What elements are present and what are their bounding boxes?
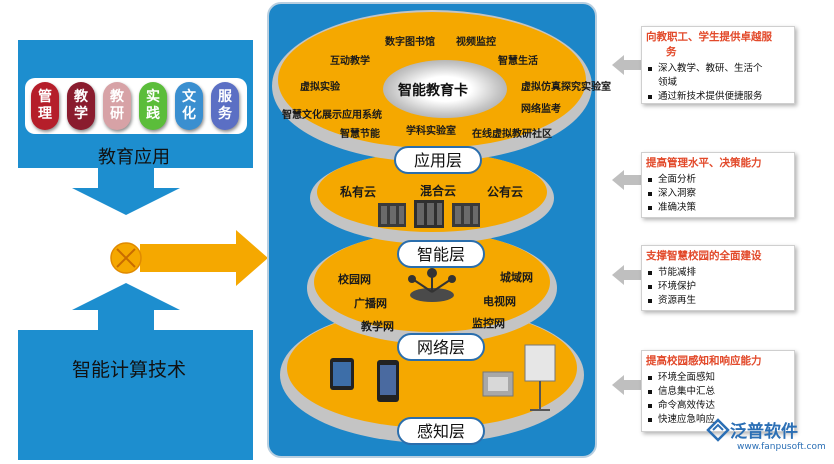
junction-x-icon [110, 242, 142, 274]
badge-char: 服 [218, 89, 232, 105]
left-arrow [612, 375, 641, 395]
panel-item: 准确决策 [642, 201, 794, 215]
network-item: 监控网 [472, 317, 505, 330]
app-item: 视频监控 [456, 37, 496, 48]
badge-char: 文 [182, 89, 196, 105]
cloud-public: 公有云 [487, 185, 524, 199]
badge-culture: 文 化 [175, 82, 203, 130]
server-rack-icon [414, 200, 444, 228]
app-item: 虚拟实验 [300, 82, 340, 93]
network-item: 教学网 [361, 320, 394, 333]
app-item: 智慧节能 [340, 129, 380, 140]
smart-card-ellipse [383, 60, 507, 118]
server-rack-icon [378, 203, 406, 227]
app-item: 在线虚拟教研社区 [472, 129, 552, 140]
brand-url: www.fanpusoft.com [737, 442, 826, 452]
layer-label-smart: 智能层 [397, 240, 485, 268]
panel-title-line: 向教职工、学生提供卓越服 [646, 31, 772, 43]
panel-title: 提高校园感知和响应能力 [646, 355, 762, 367]
badge-char: 化 [182, 106, 196, 122]
panel-item: 环境全面感知 [642, 371, 794, 385]
tablet-icon [330, 358, 354, 390]
panel-title: 向教职工、学生提供卓越服 务 [642, 27, 794, 62]
badge-practice: 实 践 [139, 82, 167, 130]
badge-char: 教 [110, 89, 124, 105]
badge-teaching: 教 学 [67, 82, 95, 130]
badge-char: 学 [74, 106, 88, 122]
smartphone-icon [377, 360, 399, 402]
cloud-hybrid: 混合云 [420, 184, 457, 198]
panel-item: 深入教学、教研、生活个 [642, 62, 794, 76]
intelligent-computing-label: 智能计算技术 [72, 359, 187, 381]
panel-item: 快速应急响应 [642, 413, 794, 427]
up-arrow [72, 283, 180, 330]
perception-disk [287, 308, 577, 428]
panel-item: 全面分析 [642, 173, 794, 187]
badge-char: 践 [146, 106, 160, 122]
panel-item: 资源再生 [642, 294, 794, 308]
left-arrow [612, 170, 641, 190]
layer-label-perception: 感知层 [397, 417, 485, 445]
network-hub-icon [408, 268, 456, 302]
panel-item: 环境保护 [642, 280, 794, 294]
benefit-panel-management: 提高管理水平、决策能力 全面分析 深入洞察 准确决策 [641, 152, 795, 218]
intelligent-computing-block [18, 330, 253, 460]
app-item: 智慧生活 [498, 56, 538, 67]
app-item: 网络监考 [521, 104, 561, 115]
left-arrow [612, 265, 641, 285]
panel-title: 支撑智慧校园的全面建设 [646, 250, 762, 262]
app-item: 智慧文化展示应用系统 [282, 110, 382, 121]
badge-management: 管 理 [31, 82, 59, 130]
badge-research: 教 研 [103, 82, 131, 130]
benefit-panel-services: 向教职工、学生提供卓越服 务 深入教学、教研、生活个 领域 通过新技术提供便捷服… [641, 26, 795, 104]
app-item: 数字图书馆 [385, 37, 435, 48]
panel-item: 命令高效传达 [642, 399, 794, 413]
layer-label-network: 网络层 [397, 333, 485, 361]
badge-char: 实 [146, 89, 160, 105]
fanpu-logo-icon [706, 418, 730, 442]
right-arrow [140, 230, 268, 286]
badge-char: 教 [74, 89, 88, 105]
cloud-private: 私有云 [340, 185, 377, 199]
panel-item: 信息集中汇总 [642, 385, 794, 399]
app-item: 学科实验室 [406, 126, 456, 137]
badge-service: 服 务 [211, 82, 239, 130]
badge-char: 理 [38, 106, 52, 122]
network-item: 电视网 [483, 295, 516, 308]
panel-title: 提高管理水平、决策能力 [646, 157, 762, 169]
education-application-label: 教育应用 [98, 147, 170, 168]
brand-name: 泛普软件 [730, 422, 798, 442]
network-item: 校园网 [338, 273, 371, 286]
network-item: 城域网 [500, 271, 533, 284]
panel-title-line: 务 [666, 46, 677, 58]
server-rack-icon [452, 203, 480, 227]
smart-card-label: 智能教育卡 [398, 83, 468, 99]
smart-disk [317, 152, 547, 232]
sensor-device-icon [482, 371, 514, 397]
interactive-board-icon [524, 344, 556, 411]
left-arrow [612, 55, 641, 75]
panel-item: 节能减排 [642, 266, 794, 280]
layer-label-application: 应用层 [394, 146, 482, 174]
panel-item-continued: 领域 [658, 77, 678, 88]
badge-char: 务 [218, 106, 232, 122]
badge-char: 管 [38, 89, 52, 105]
panel-item: 深入洞察 [642, 187, 794, 201]
network-item: 广播网 [354, 297, 387, 310]
panel-item: 通过新技术提供便捷服务 [642, 90, 794, 104]
badge-char: 研 [110, 106, 124, 122]
app-item: 虚拟仿真探究实验室 [521, 82, 611, 93]
benefit-panel-campus: 支撑智慧校园的全面建设 节能减排 环境保护 资源再生 [641, 245, 795, 311]
app-item: 互动教学 [330, 56, 370, 67]
down-arrow [72, 168, 180, 215]
application-badges: 管 理 教 学 教 研 实 践 文 化 服 务 [25, 78, 247, 134]
